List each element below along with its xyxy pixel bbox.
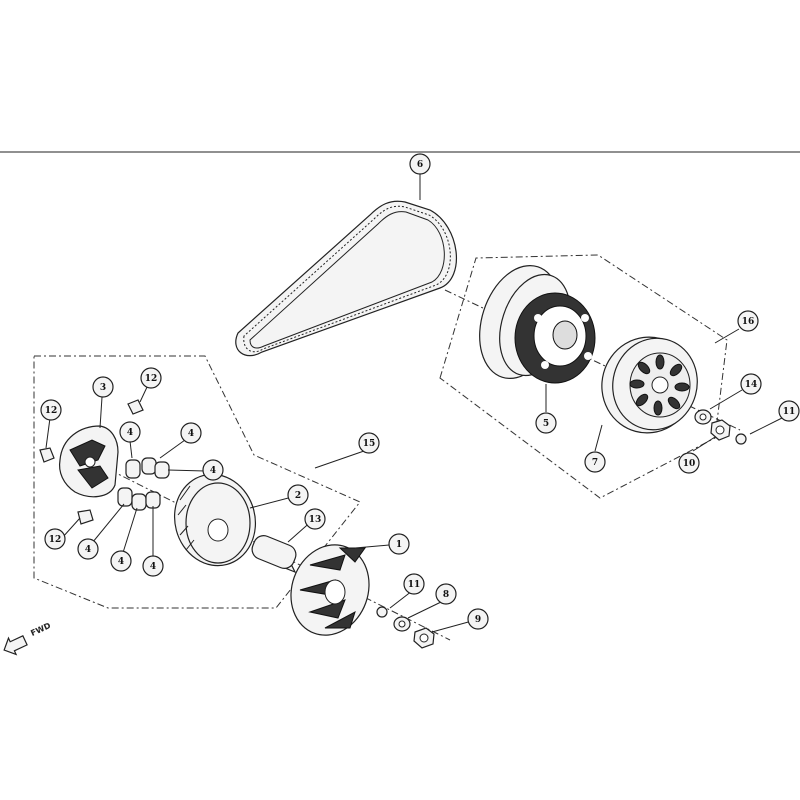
svg-text:12: 12 xyxy=(49,535,62,545)
callout-5: 5 xyxy=(535,412,557,434)
callout-4-b: 4 xyxy=(180,422,202,444)
svg-text:2: 2 xyxy=(295,491,301,501)
svg-text:11: 11 xyxy=(783,407,796,417)
circlip-11-rear xyxy=(735,433,747,445)
callout-2: 2 xyxy=(287,484,309,506)
callout-9: 9 xyxy=(467,608,489,630)
svg-text:14: 14 xyxy=(745,380,758,390)
svg-text:1: 1 xyxy=(396,540,402,550)
callout-12-top: 12 xyxy=(140,367,162,389)
slider-12c xyxy=(77,509,94,525)
svg-text:4: 4 xyxy=(127,428,133,438)
svg-text:11: 11 xyxy=(408,580,421,590)
fixed-drive-face xyxy=(290,544,370,636)
slider-12a xyxy=(39,447,55,463)
callout-13: 13 xyxy=(304,508,326,530)
callout-3: 3 xyxy=(92,376,114,398)
circlip-11-front xyxy=(376,606,388,618)
svg-text:8: 8 xyxy=(443,590,449,600)
ramp-plate xyxy=(58,425,119,498)
washer-14 xyxy=(694,409,712,425)
nut-10 xyxy=(710,419,731,441)
callout-4-a: 4 xyxy=(119,421,141,443)
washer-8 xyxy=(393,616,411,632)
forward-direction-indicator: FWD xyxy=(3,621,52,656)
svg-text:6: 6 xyxy=(417,160,423,170)
svg-text:FWD: FWD xyxy=(29,621,52,638)
svg-text:10: 10 xyxy=(683,459,696,469)
svg-text:15: 15 xyxy=(363,439,376,449)
callout-4-c: 4 xyxy=(202,459,224,481)
svg-text:4: 4 xyxy=(150,562,156,572)
callout-14: 14 xyxy=(740,373,762,395)
callout-16: 16 xyxy=(737,310,759,332)
moveable-drive-face xyxy=(173,473,257,567)
svg-text:9: 9 xyxy=(475,615,481,625)
callout-7: 7 xyxy=(584,451,606,473)
svg-text:13: 13 xyxy=(309,515,322,525)
leader-lines xyxy=(45,174,783,633)
slider-12b xyxy=(127,399,144,415)
svg-text:5: 5 xyxy=(543,419,549,429)
svg-text:3: 3 xyxy=(100,383,106,393)
svg-text:4: 4 xyxy=(210,466,216,476)
collar-13 xyxy=(251,535,297,574)
drive-belt xyxy=(235,200,457,357)
callout-4-e: 4 xyxy=(110,550,132,572)
callout-12-bottom: 12 xyxy=(44,528,66,550)
callout-10: 10 xyxy=(678,452,700,474)
callout-15: 15 xyxy=(358,432,380,454)
callout-11-front: 11 xyxy=(403,573,425,595)
clutch-assembly xyxy=(479,265,596,384)
clutch-bell xyxy=(601,336,698,434)
rear-group-boundary xyxy=(439,254,728,499)
roller-group xyxy=(117,457,170,511)
svg-text:12: 12 xyxy=(45,406,58,416)
svg-text:7: 7 xyxy=(592,458,598,468)
callout-4-f: 4 xyxy=(142,555,164,577)
callout-4-d: 4 xyxy=(77,538,99,560)
callout-11-rear: 11 xyxy=(778,400,800,422)
callout-6: 6 xyxy=(409,153,431,175)
svg-text:16: 16 xyxy=(742,317,755,327)
callout-12-left: 12 xyxy=(40,399,62,421)
svg-text:12: 12 xyxy=(145,374,158,384)
svg-text:4: 4 xyxy=(188,429,194,439)
svg-text:4: 4 xyxy=(118,557,124,567)
callout-1: 1 xyxy=(388,533,410,555)
nut-9 xyxy=(413,627,435,649)
svg-text:4: 4 xyxy=(85,545,91,555)
callout-8: 8 xyxy=(435,583,457,605)
